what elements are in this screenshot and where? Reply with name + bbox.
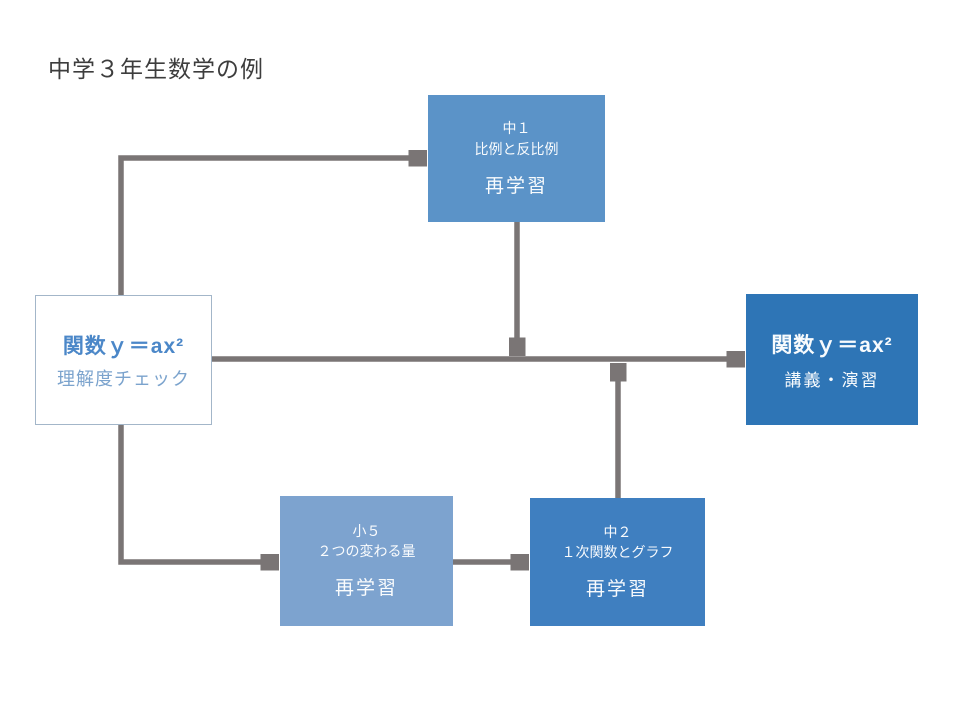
- chu1-topic-label: 比例と反比例: [474, 140, 559, 157]
- chu1-grade-label: 中１: [502, 120, 531, 137]
- connector-check-to-chu1: [118, 158, 427, 295]
- sho5-grade-label: 小５: [352, 522, 381, 539]
- chu2-action-label: 再学習: [585, 579, 649, 601]
- node-lecture-practice: 関数ｙ＝ax² 講義・演習: [746, 294, 918, 425]
- sho5-topic-label: ２つの変わる量: [317, 543, 416, 559]
- check-node-title: 関数ｙ＝ax²: [62, 334, 185, 358]
- node-chu1-relearn: 中１ 比例と反比例 再学習: [428, 95, 605, 222]
- chu2-topic-label: １次関数とグラフ: [561, 544, 674, 560]
- check-node-subtitle: 理解度チェック: [57, 368, 190, 389]
- lecture-node-subtitle: 講義・演習: [784, 370, 880, 390]
- chu1-action-label: 再学習: [484, 175, 548, 197]
- chu2-grade-label: 中２: [603, 523, 632, 540]
- sho5-action-label: 再学習: [334, 578, 398, 600]
- node-sho5-relearn: 小５ ２つの変わる量 再学習: [280, 496, 453, 626]
- page-title: 中学３年生数学の例: [48, 56, 264, 82]
- connector-check-to-sho5: [118, 425, 279, 562]
- lecture-node-title: 関数ｙ＝ax²: [771, 333, 893, 357]
- node-understanding-check: 関数ｙ＝ax² 理解度チェック: [35, 295, 212, 425]
- node-chu2-relearn: 中２ １次関数とグラフ 再学習: [530, 498, 705, 626]
